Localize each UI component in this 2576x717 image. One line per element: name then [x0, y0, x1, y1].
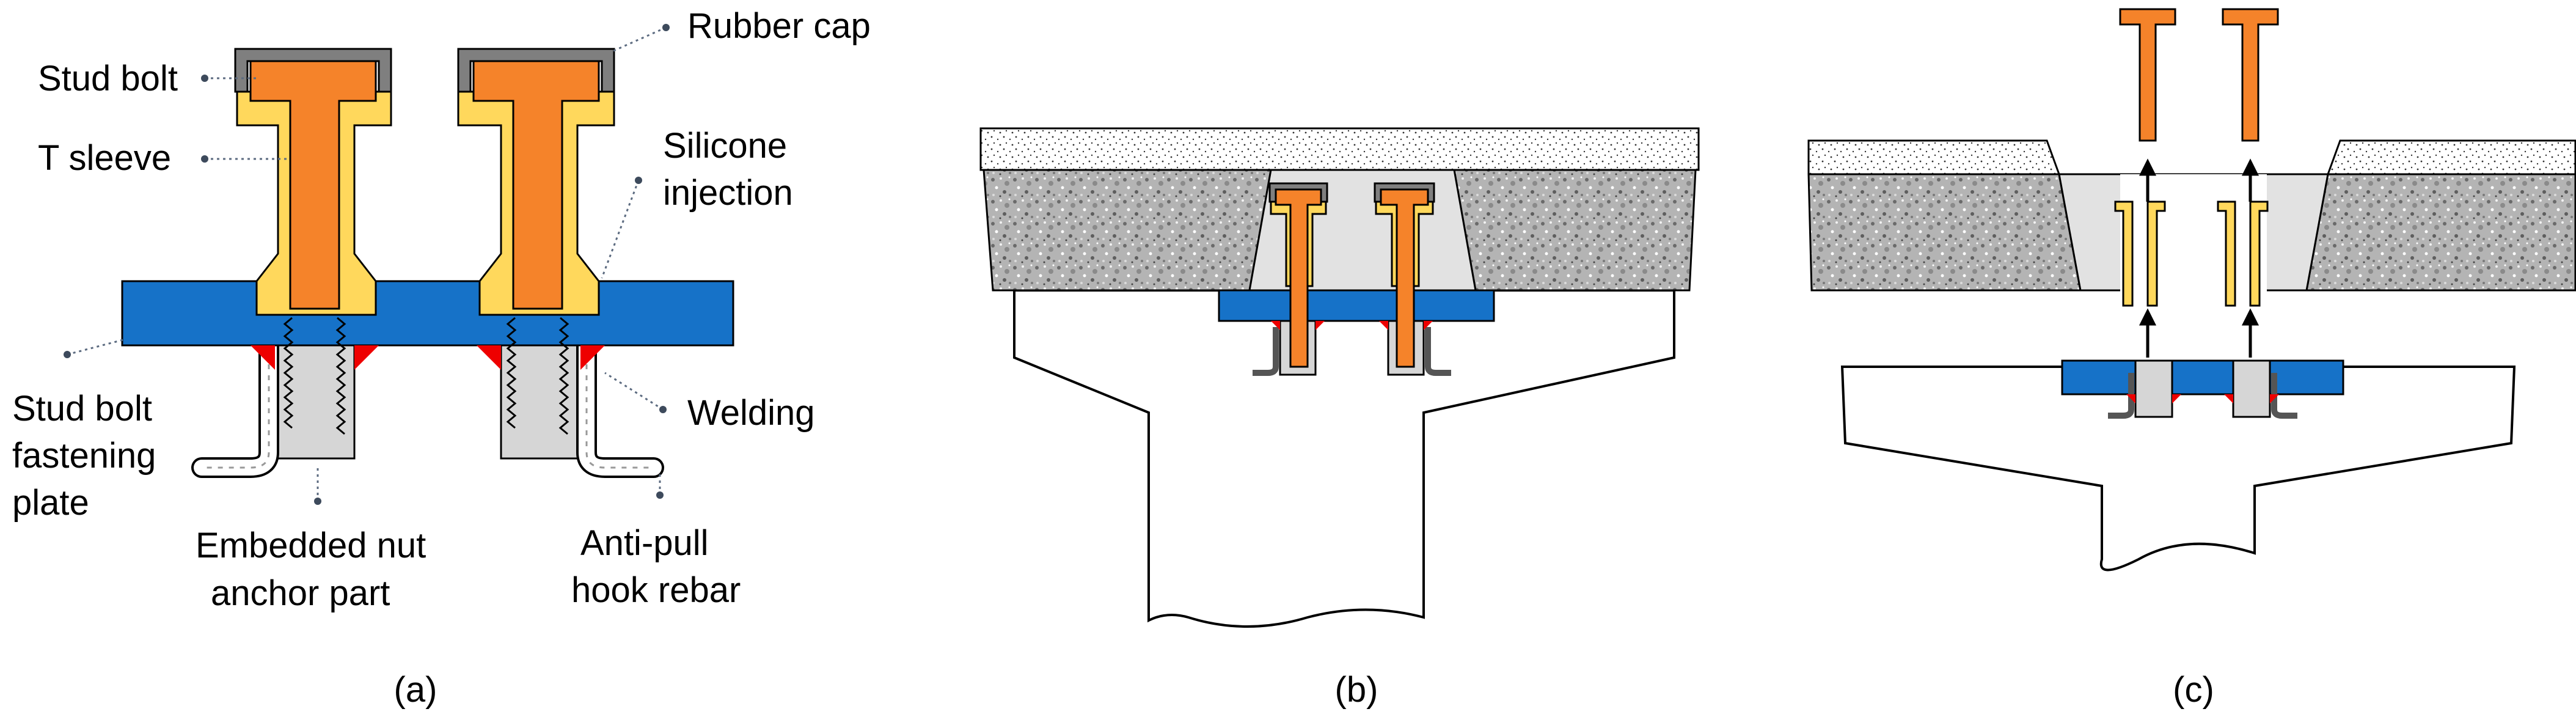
rubber-cap-left	[234, 48, 392, 93]
label-silicone-2: injection	[663, 173, 793, 213]
label-rubber-cap: Rubber cap	[687, 6, 871, 46]
concrete-slab-b	[982, 169, 1272, 292]
label-embedded-1: Embedded nut	[196, 526, 426, 565]
fastening-plate	[121, 280, 734, 347]
label-fastening-3: plate	[12, 483, 89, 523]
concrete-slab-c	[1807, 173, 2082, 292]
hook-rebar-right	[576, 332, 664, 478]
girder-b	[1013, 289, 1675, 628]
caption-a: (a)	[394, 670, 437, 710]
lift-arrows	[2139, 158, 2259, 358]
lifted-bolt-right	[2222, 8, 2279, 142]
pavement-layer-b	[979, 127, 1700, 171]
panel-a: Rubber cap Stud bolt T sleeve Silicone i…	[12, 6, 871, 710]
lifted-bolt-left	[2119, 8, 2176, 142]
girder-c	[1840, 366, 2516, 572]
hook-rebar-left	[191, 332, 279, 478]
label-fastening-1: Stud bolt	[12, 389, 152, 428]
label-antipull-1: Anti-pull	[580, 523, 709, 563]
welding-mark	[251, 345, 275, 370]
caption-c: (c)	[2173, 670, 2214, 710]
panel-c: (c)	[1807, 8, 2576, 710]
label-stud-bolt: Stud bolt	[38, 59, 178, 98]
pavement-layer-c	[1807, 139, 2061, 175]
label-t-sleeve: T sleeve	[38, 138, 171, 178]
label-antipull-2: hook rebar	[571, 570, 741, 610]
caption-b: (b)	[1335, 670, 1378, 710]
stud-bolt-left	[249, 60, 377, 310]
label-fastening-2: fastening	[12, 436, 156, 476]
label-embedded-2: anchor part	[211, 573, 390, 613]
label-silicone-1: Silicone	[663, 126, 787, 166]
label-welding: Welding	[687, 393, 815, 433]
panel-b: (b)	[979, 127, 1700, 710]
